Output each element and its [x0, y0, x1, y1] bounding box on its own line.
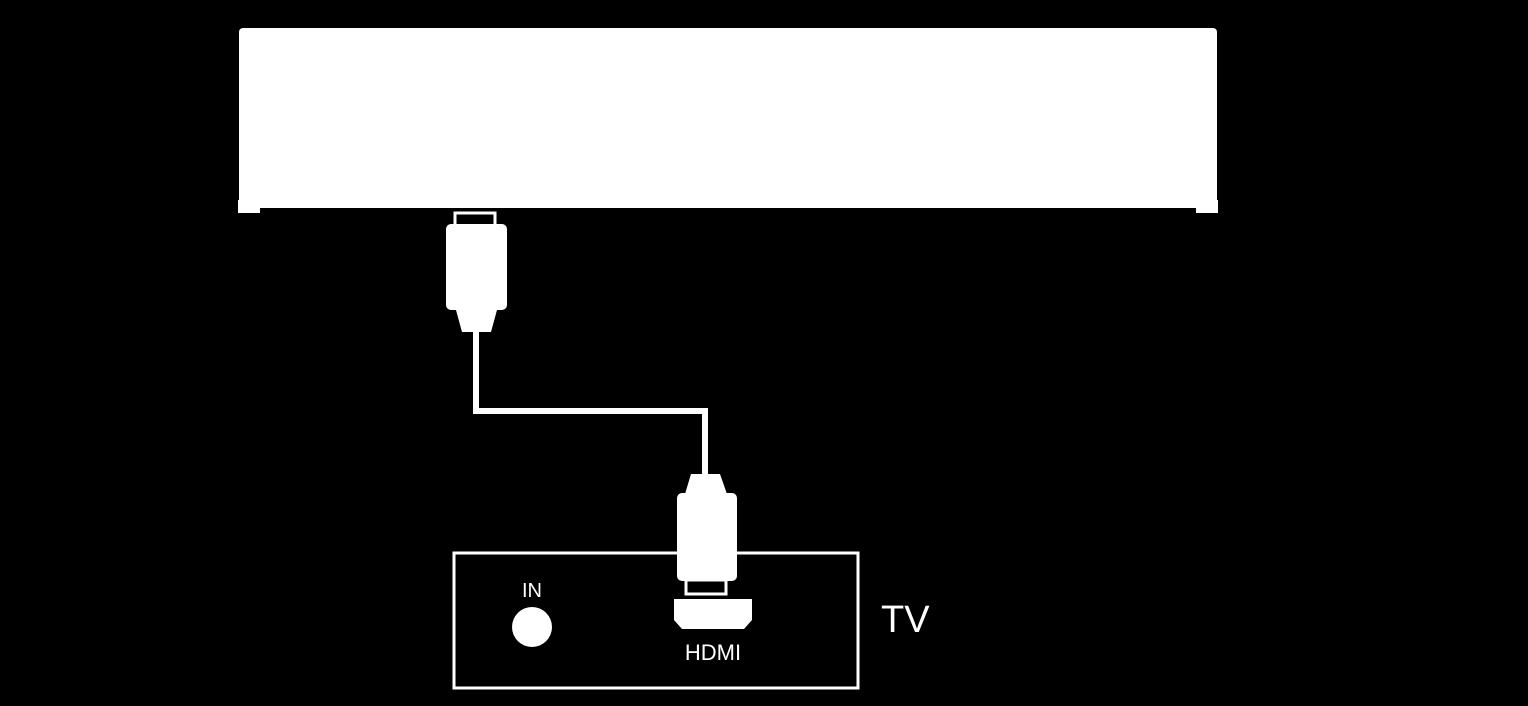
tv-label: TV — [881, 599, 930, 641]
hdmi-cable-icon — [446, 211, 737, 596]
hdmi-port-icon — [674, 599, 752, 629]
round-jack-icon — [512, 607, 552, 647]
set-top-box-icon — [238, 28, 1218, 213]
tv-panel: IN HDMI — [452, 551, 860, 690]
in-port-label: IN — [522, 580, 542, 602]
upper-hdmi-plug — [446, 211, 507, 332]
cable-wire — [473, 331, 708, 474]
hdmi-port-label: HDMI — [685, 640, 741, 665]
lower-hdmi-plug — [677, 474, 737, 596]
